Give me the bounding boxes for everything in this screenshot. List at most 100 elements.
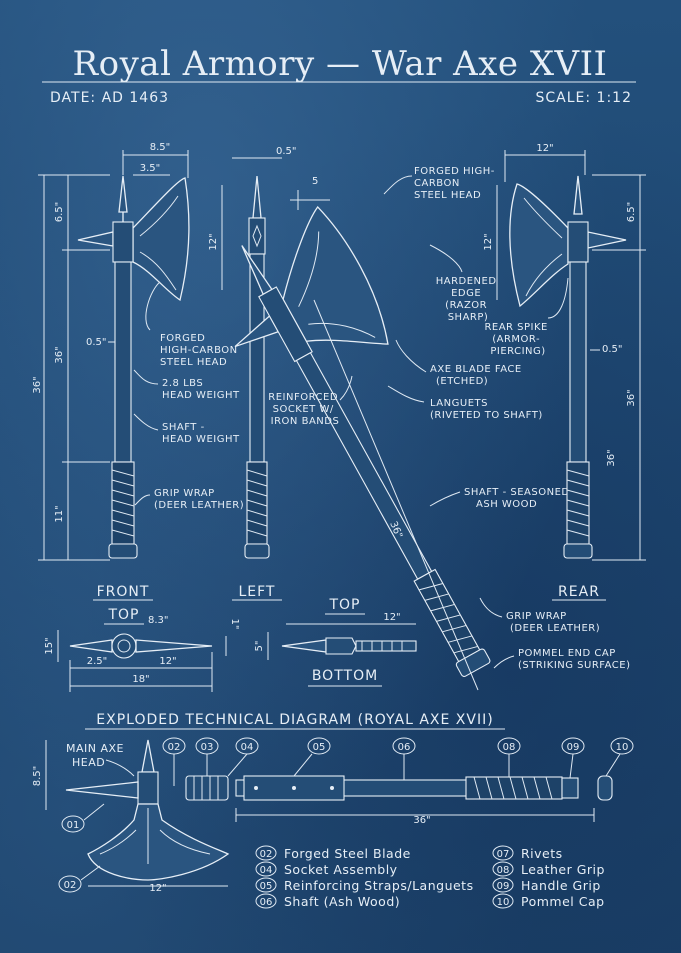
leader-rear-spike [547,277,569,319]
rivet [254,786,258,790]
dim-11: 11" [54,505,65,522]
rear-view-axe [509,175,627,559]
legend-num: 09 [497,881,510,892]
rear-blade [509,183,569,308]
legend-num: 05 [260,881,273,892]
top-left-socket-inner [117,639,131,653]
left-view-axe [244,175,270,559]
exp-socket-bands [193,776,219,800]
legend-bubble [492,861,514,877]
legend-num: 08 [497,865,510,876]
leader-pommel [493,655,515,669]
top-view-left-axe [69,633,213,659]
top-view-right-axe [281,637,417,655]
callout-label: 01 [67,820,80,831]
legend-item: 05 Reinforcing Straps/Languets [255,877,473,893]
view-label-front: FRONT [97,584,150,600]
dim-36-front-total: 36" [32,376,43,393]
callout-leader [605,753,621,777]
dim-36-exp: 36" [413,815,430,826]
dim-8-5: 8.5" [150,142,171,153]
iso-blade [282,205,389,345]
callout-label: 06 [398,742,411,753]
legend-item: 06 Shaft (Ash Wood) [255,893,400,909]
legend-bubble [255,845,277,861]
view-label-rear: REAR [558,584,600,600]
exp-part-08-leather-grip [465,776,563,800]
exploded-parts [185,775,613,801]
callout-06: 06 [392,737,416,780]
rear-grip-wrap [566,469,590,537]
callout-03: 03 [195,737,219,776]
callout-10: 10 [605,737,634,777]
callout-bubble [61,815,85,833]
exp-blade [87,803,230,881]
callout-02-top: 02 [162,737,186,786]
dim-15: 15" [44,637,55,654]
legend-bubble [492,893,514,909]
exploded-axe-head [65,739,230,881]
legend-bubble [255,861,277,877]
legend-item: 02 Forged Steel Blade [255,845,411,861]
iso-grip-wrap [418,582,478,654]
legend-num: 10 [497,897,510,908]
leader-main-head [105,759,135,777]
view-label-bottom: BOTTOM [312,668,378,684]
legend-num: 04 [260,865,273,876]
note-rear-spike: REAR SPIKE (ARMOR- PIERCING) [484,322,551,357]
scale-label: SCALE: 1:12 [536,90,633,106]
left-socket [248,217,266,255]
left-grip-wrap [246,469,268,537]
legend-label: Forged Steel Blade [284,846,411,861]
callout-label: 08 [503,742,516,753]
dim-line-36-iso [313,299,479,691]
legend-label: Handle Grip [521,878,601,893]
parts-legend-right: 07 Rivets 08 Leather Grip 09 Handle Grip… [492,845,604,909]
exp-grip-wrap [473,776,553,800]
exp-socket [137,771,159,805]
leader-shaft-weight [133,413,159,431]
dim-12-left: 12" [208,233,219,250]
rear-spike-tip [573,175,583,215]
front-pommel [108,543,138,559]
callout-08: 08 [497,737,521,777]
top-right-blade [281,639,327,653]
callout-label: 03 [201,742,214,753]
dim-8-5-exp: 8.5" [32,766,43,787]
callout-label: 10 [616,742,629,753]
front-spike-tip [118,175,128,213]
dim-6-5-front: 6.5" [54,202,65,223]
note-head-weight: 2.8 LBS HEAD WEIGHT [162,378,240,401]
leader-hardened-edge [429,244,463,273]
note-blade-face: AXE BLADE FACE (ETCHED) [430,364,525,387]
exp-rear-spike [65,781,139,799]
exp-blade-etching [99,808,211,864]
note-shaft-weight: SHAFT - HEAD WEIGHT [162,422,240,445]
callout-05: 05 [293,737,331,777]
rivet [292,786,296,790]
legend-item: 08 Leather Grip [492,861,604,877]
view-label-left: LEFT [238,584,275,600]
legend-bubble [492,877,514,893]
legend-bubble [255,893,277,909]
top-left-socket [111,633,137,659]
front-blade-etching [139,195,179,291]
left-socket-detail [252,224,262,248]
callout-02-blade: 02 [58,865,101,893]
dim-0-5-front: 0.5" [86,337,107,348]
legend-item: 09 Handle Grip [492,877,601,893]
top-right-shaft-marks [361,641,403,651]
legend-label: Rivets [521,846,563,861]
dim-12-exp: 12" [149,883,166,894]
rear-socket [567,221,589,263]
dim-5-top-right: 5" [254,641,265,652]
callout-leader [227,753,248,777]
dim-12-rear-side: 12" [483,233,494,250]
page-title: Royal Armory — War Axe XVII [73,44,608,84]
exp-part-05-languets [243,775,345,801]
legend-bubble [255,877,277,893]
callout-bubble [58,875,82,893]
top-right-shaft [355,640,417,652]
legend-item: 07 Rivets [492,845,563,861]
